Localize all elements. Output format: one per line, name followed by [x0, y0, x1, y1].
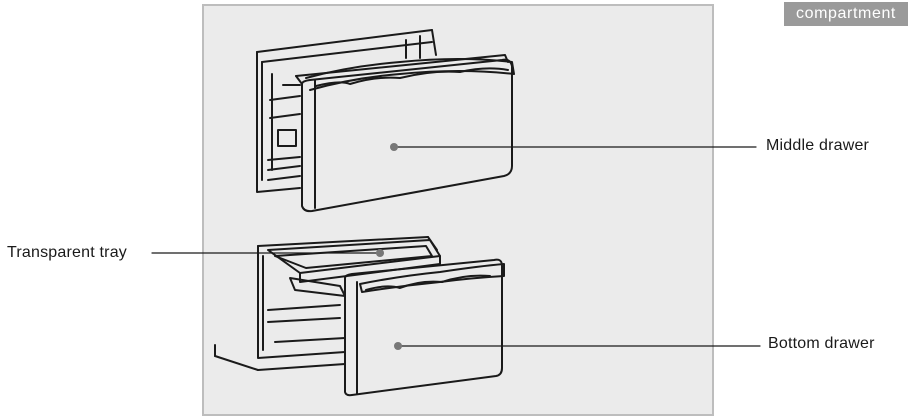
- middle-drawer-marker: [390, 143, 398, 151]
- bottom-drawer-front: [344, 258, 505, 397]
- middle-drawer-front: [295, 54, 515, 213]
- section-tag: compartment: [784, 2, 908, 26]
- bottom-drawer-cabinet: [214, 236, 438, 371]
- bottom-drawer-marker: [394, 342, 402, 350]
- middle-drawer-cabinet: [256, 29, 437, 193]
- bottom-drawer-label: Bottom drawer: [768, 335, 875, 352]
- tray-marker: [376, 249, 384, 257]
- middle-drawer-label: Middle drawer: [766, 137, 870, 154]
- transparent-tray-label: Transparent tray: [7, 244, 127, 261]
